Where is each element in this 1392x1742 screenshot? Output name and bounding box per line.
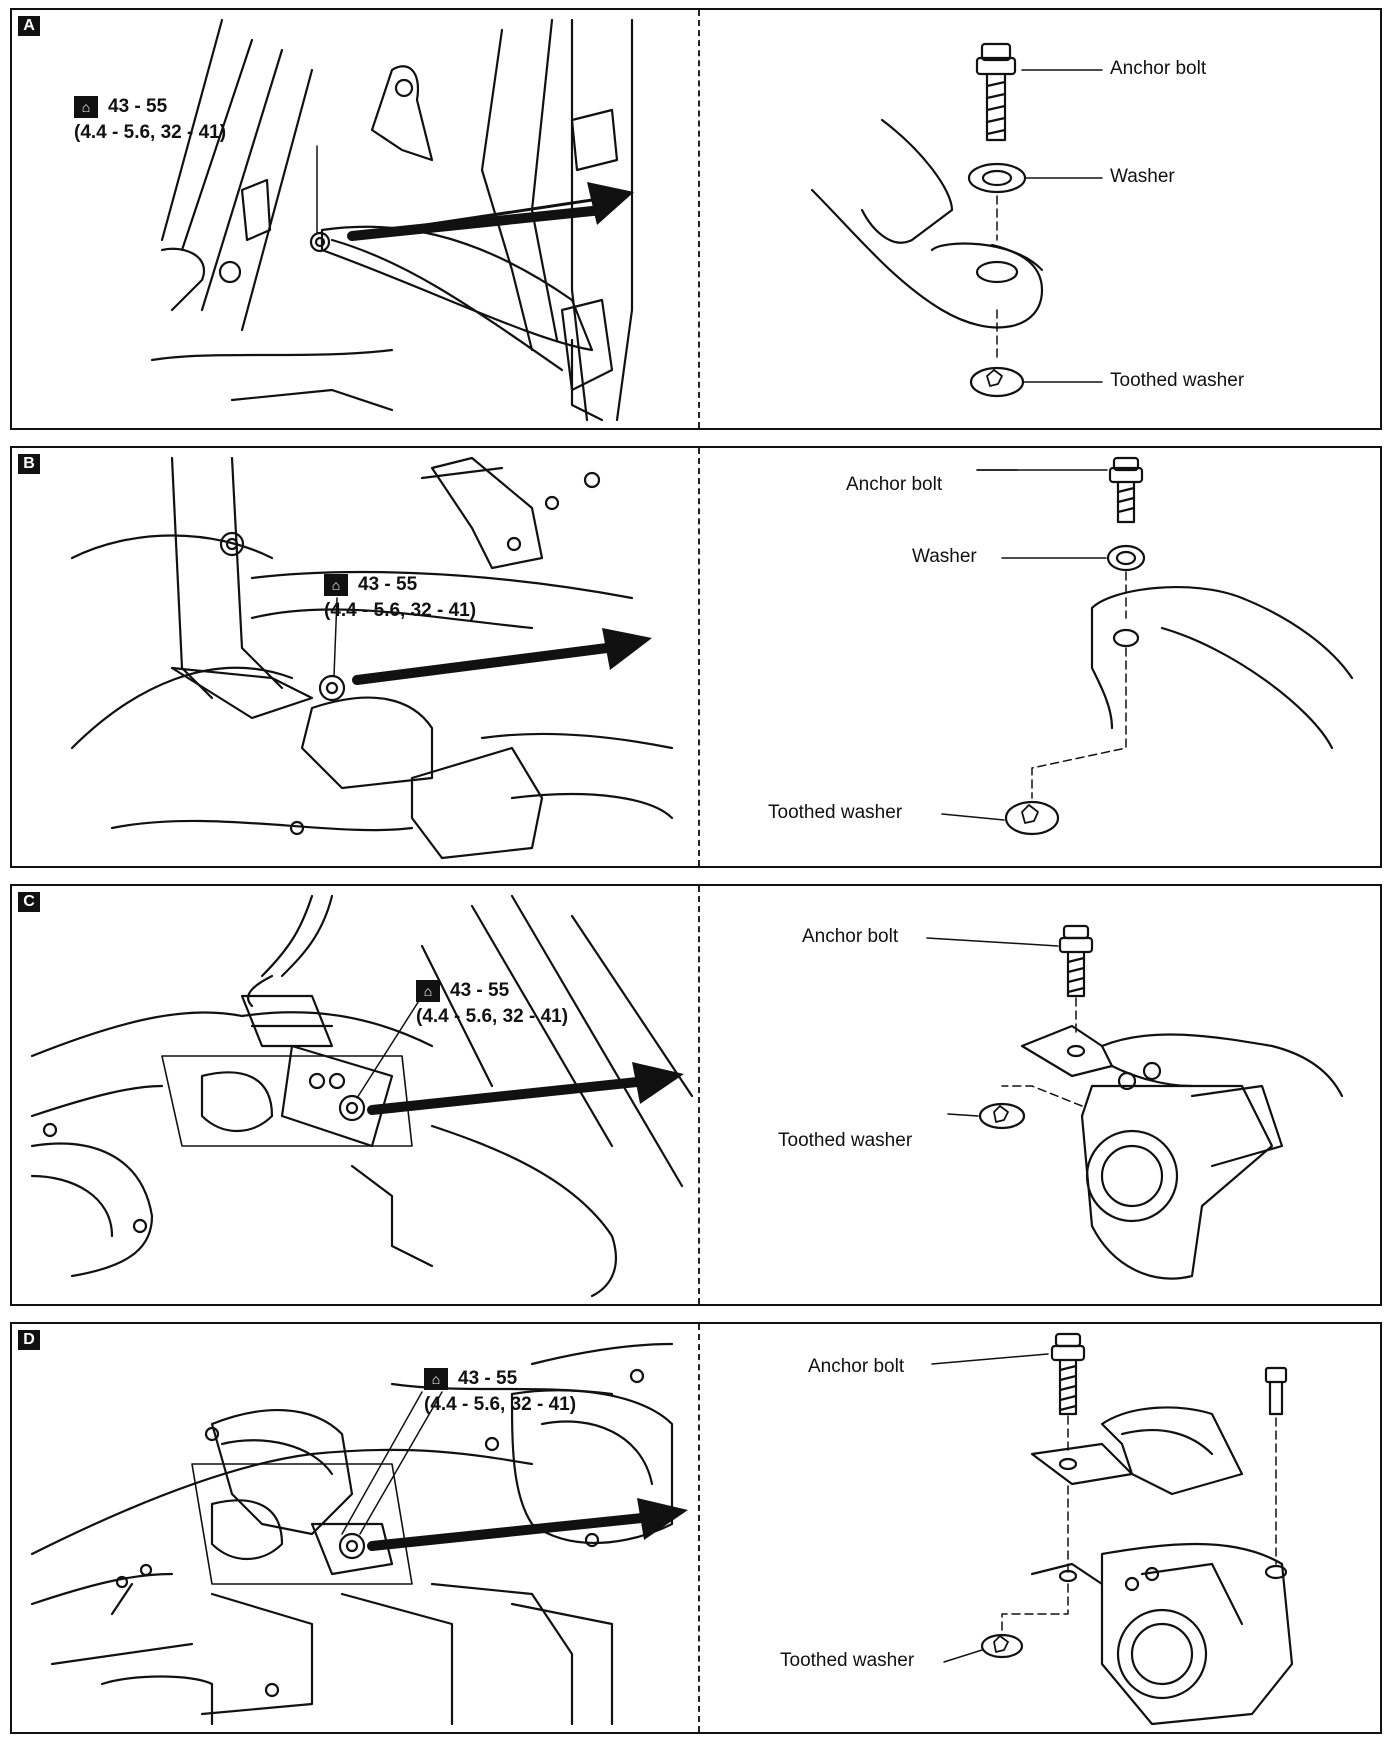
torque-wrench-icon: ⌂ bbox=[324, 573, 348, 596]
toothed-washer-label: Toothed washer bbox=[778, 1130, 913, 1151]
panel-b: B ⌂ 43 - 55 (4.4 - 5.6, 32 - 41) Anchor b… bbox=[10, 446, 1382, 868]
torque-spec: ⌂ 43 - 55 (4.4 - 5.6, 32 - 41) bbox=[324, 572, 476, 624]
panel-c: C ⌂ 43 - 55 (4.4 - 5.6, 32 - 41) Anchor b… bbox=[10, 884, 1382, 1306]
anchor-bolt-label: Anchor bolt bbox=[1110, 58, 1207, 79]
toothed-washer-label: Toothed washer bbox=[780, 1650, 915, 1671]
torque-value: 43 - 55 bbox=[458, 1368, 518, 1389]
panel-divider bbox=[698, 886, 700, 1304]
panel-divider bbox=[698, 448, 700, 866]
torque-value: 43 - 55 bbox=[450, 980, 510, 1001]
torque-wrench-icon: ⌂ bbox=[424, 1367, 448, 1390]
toothed-washer-label: Toothed washer bbox=[768, 802, 903, 823]
torque-spec: ⌂ 43 - 55 (4.4 - 5.6, 32 - 41) bbox=[74, 94, 226, 146]
torque-wrench-icon: ⌂ bbox=[74, 95, 98, 118]
panel-d-illustration bbox=[30, 1332, 1294, 1726]
panel-divider bbox=[698, 10, 700, 428]
panel-label: A bbox=[18, 16, 40, 36]
panel-b-illustration bbox=[70, 456, 1354, 860]
anchor-bolt-label: Anchor bolt bbox=[802, 926, 899, 947]
panel-c-illustration bbox=[30, 894, 1344, 1298]
torque-alt-units: (4.4 - 5.6, 32 - 41) bbox=[416, 1006, 569, 1027]
washer-label: Washer bbox=[1110, 166, 1175, 187]
anchor-bolt-label: Anchor bolt bbox=[808, 1356, 905, 1377]
panel-d: D ⌂ 43 - 55 (4.4 - 5.6, 32 - 41) Anchor b… bbox=[10, 1322, 1382, 1734]
torque-value: 43 - 55 bbox=[358, 574, 418, 595]
panel-a: A ⌂ 43 - 55 (4.4 - 5.6, 32 - 41) Anchor b… bbox=[10, 8, 1382, 430]
panel-a-illustration bbox=[150, 18, 1103, 422]
anchor-bolt-label: Anchor bolt bbox=[846, 474, 943, 495]
panel-label: C bbox=[18, 892, 40, 912]
washer-label: Washer bbox=[912, 546, 977, 567]
panel-label: D bbox=[18, 1330, 40, 1350]
torque-alt-units: (4.4 - 5.6, 32 - 41) bbox=[74, 122, 227, 143]
panel-label: B bbox=[18, 454, 40, 474]
torque-value: 43 - 55 bbox=[108, 96, 168, 117]
torque-alt-units: (4.4 - 5.6, 32 - 41) bbox=[424, 1394, 577, 1415]
torque-spec: ⌂ 43 - 55 (4.4 - 5.6, 32 - 41) bbox=[424, 1366, 576, 1418]
toothed-washer-label: Toothed washer bbox=[1110, 370, 1245, 391]
torque-spec: ⌂ 43 - 55 (4.4 - 5.6, 32 - 41) bbox=[416, 978, 568, 1030]
panel-divider bbox=[698, 1324, 700, 1732]
torque-wrench-icon: ⌂ bbox=[416, 979, 440, 1002]
torque-alt-units: (4.4 - 5.6, 32 - 41) bbox=[324, 600, 477, 621]
